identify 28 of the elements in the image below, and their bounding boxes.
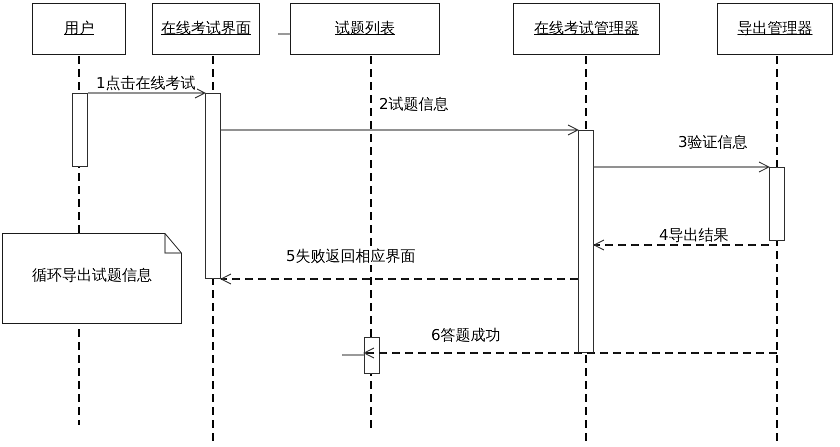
message-label: 2试题信息 [378, 95, 450, 113]
note-text: 循环导出试题信息 [31, 266, 153, 285]
participant-box [152, 3, 260, 55]
participant-box [717, 3, 833, 55]
participant-name: 试题列表 [334, 19, 396, 38]
message-arrow [88, 88, 206, 98]
return-arrow [220, 274, 578, 284]
activation-bar [769, 167, 785, 241]
participant-box [290, 3, 440, 55]
participant-box [513, 3, 660, 55]
participant-name: 用户 [63, 19, 95, 38]
message-label: 5失败返回相应界面 [285, 247, 417, 265]
activation-bar [205, 93, 221, 279]
message-arrow [220, 124, 578, 136]
return-arrow [594, 240, 769, 250]
message-arrow [594, 162, 770, 172]
message-label: 3验证信息 [677, 133, 749, 151]
message-label: 6答题成功 [430, 326, 502, 344]
activation-bar [72, 93, 88, 167]
participant-name: 导出管理器 [736, 19, 814, 38]
message-label: 1点击在线考试 [95, 74, 197, 92]
return-arrow [364, 348, 777, 358]
activation-bar [578, 130, 594, 353]
participant-box [32, 3, 126, 55]
activation-bar [364, 337, 380, 374]
participant-name: 在线考试界面 [160, 19, 252, 38]
message-label: 4导出结果 [658, 226, 730, 244]
participant-name: 在线考试管理器 [533, 19, 640, 38]
